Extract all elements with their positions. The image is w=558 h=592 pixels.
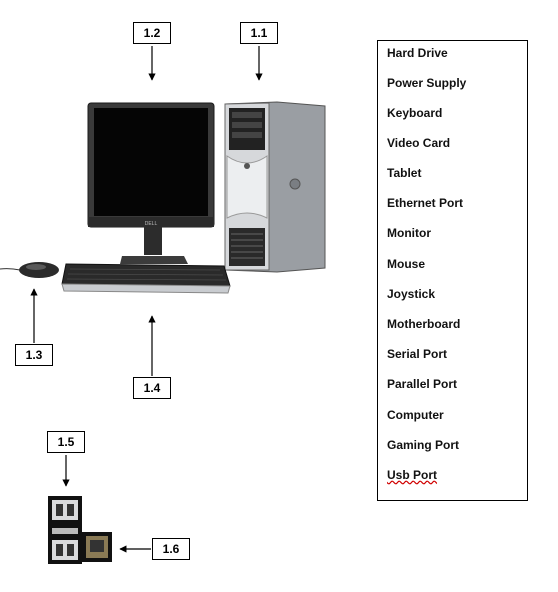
word-tablet: Tablet <box>387 166 422 180</box>
mouse-illustration <box>0 262 59 278</box>
label-1-3: 1.3 <box>15 344 53 366</box>
word-video-card: Video Card <box>387 136 451 150</box>
word-joystick: Joystick <box>387 287 436 301</box>
word-mouse: Mouse <box>387 257 426 271</box>
component-word-list: Hard Drive Power Supply Keyboard Video C… <box>377 40 528 501</box>
word-serial-port: Serial Port <box>387 347 448 361</box>
word-hard-drive: Hard Drive <box>387 46 448 60</box>
label-1-1: 1.1 <box>240 22 278 44</box>
label-1-6: 1.6 <box>152 538 190 560</box>
word-gaming-port: Gaming Port <box>387 438 460 452</box>
word-ethernet-port: Ethernet Port <box>387 196 464 210</box>
word-parallel-port: Parallel Port <box>387 377 458 391</box>
word-monitor: Monitor <box>387 226 431 240</box>
word-motherboard: Motherboard <box>387 317 461 331</box>
monitor-illustration: DELL <box>87 102 215 264</box>
keyboard-illustration <box>61 263 231 294</box>
label-1-5: 1.5 <box>47 431 85 453</box>
label-1-4: 1.4 <box>133 377 171 399</box>
word-power-supply: Power Supply <box>387 76 467 90</box>
word-computer: Computer <box>387 408 444 422</box>
word-keyboard: Keyboard <box>387 106 443 120</box>
monitor-brand-logo: DELL <box>145 221 158 227</box>
tower-illustration <box>224 101 326 273</box>
ports-illustration <box>48 496 112 564</box>
word-usb-port: Usb Port <box>387 468 438 482</box>
label-1-2: 1.2 <box>133 22 171 44</box>
